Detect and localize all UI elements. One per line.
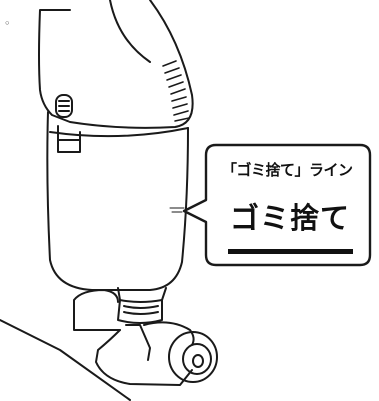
grip-ridges <box>162 60 190 122</box>
corner-dot-mark: ◦ <box>4 17 11 30</box>
nozzle-joint <box>125 324 151 361</box>
dust-cup <box>46 111 189 291</box>
nozzle-body <box>95 329 193 386</box>
wheel-icon <box>168 331 218 383</box>
nozzle-top <box>143 321 195 346</box>
callout-main-label: ゴミ捨て <box>230 201 351 235</box>
release-button-icon <box>55 94 73 118</box>
floor-line <box>0 319 131 401</box>
handle-top <box>109 0 151 63</box>
cup-seam <box>49 127 189 138</box>
vacuum-handle <box>38 0 194 129</box>
neck-connector <box>117 287 167 324</box>
callout-underline <box>228 249 353 254</box>
callout-heading: 「ゴミ捨て」ライン <box>222 161 353 179</box>
floor-nozzle <box>73 289 121 331</box>
callout-bubble <box>182 143 372 267</box>
latch-tab-icon <box>57 125 81 153</box>
dust-line-marker <box>169 207 185 213</box>
